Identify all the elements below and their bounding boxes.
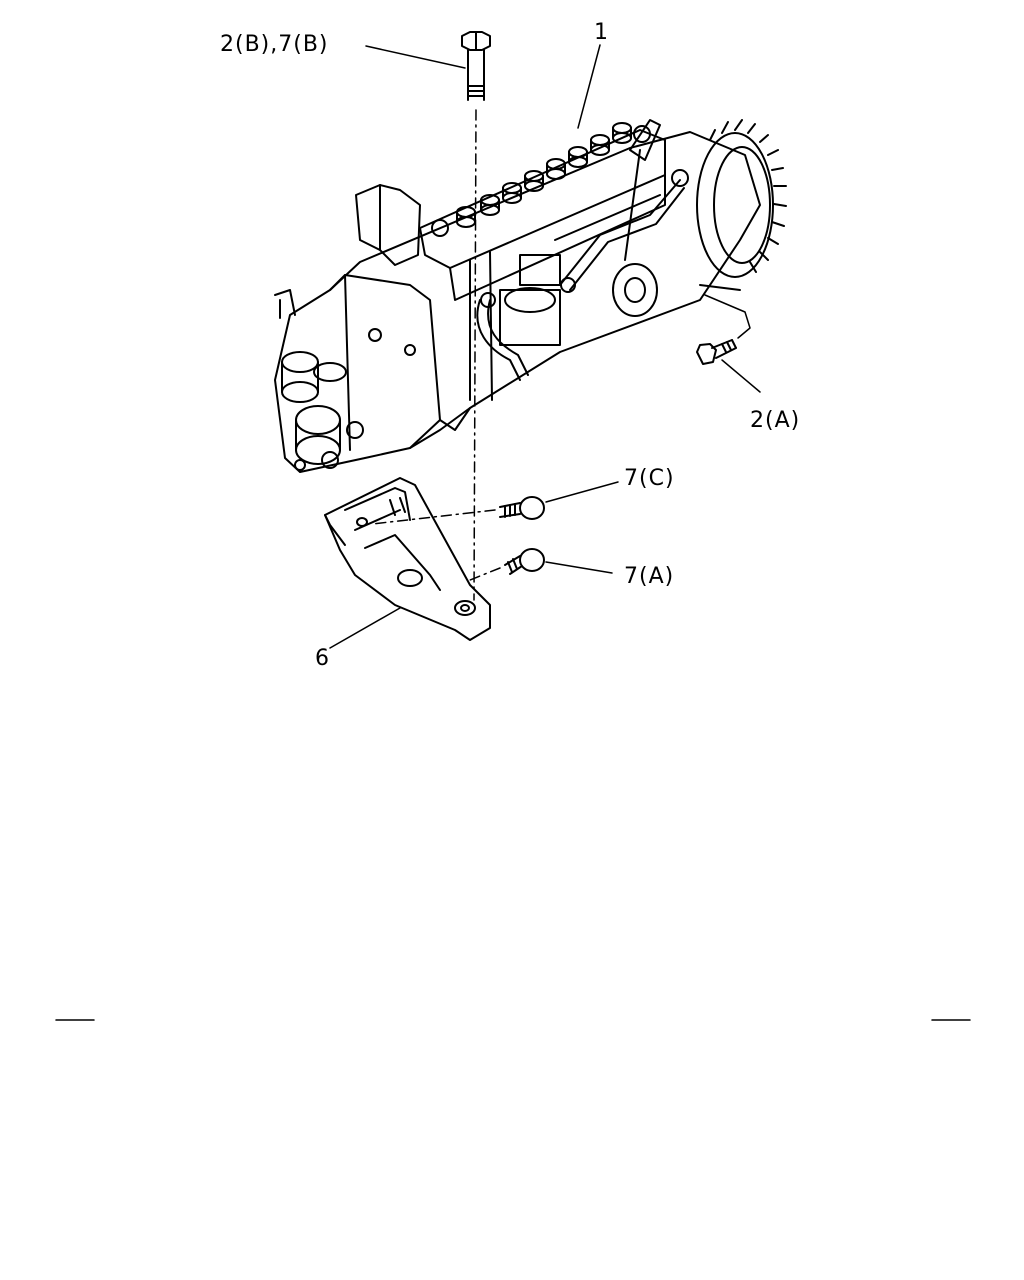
long-bolt-2b-7b	[461, 31, 491, 101]
center-lines	[371, 109, 501, 601]
callout-part-6: 6	[315, 646, 330, 671]
bolt-7a	[504, 548, 545, 575]
bolt-7c	[499, 496, 545, 520]
callout-part-1: 1	[594, 20, 609, 45]
leader-lines	[329, 44, 761, 649]
callout-part-7a: 7(A)	[624, 564, 675, 589]
bolt-2a	[696, 339, 737, 365]
pump-bracket	[324, 477, 491, 641]
callout-part-2b-7b: 2(B),7(B)	[220, 32, 329, 57]
callout-part-7c: 7(C)	[624, 466, 675, 491]
callout-part-2a: 2(A)	[750, 408, 801, 433]
injection-pump-assembly	[274, 119, 787, 473]
